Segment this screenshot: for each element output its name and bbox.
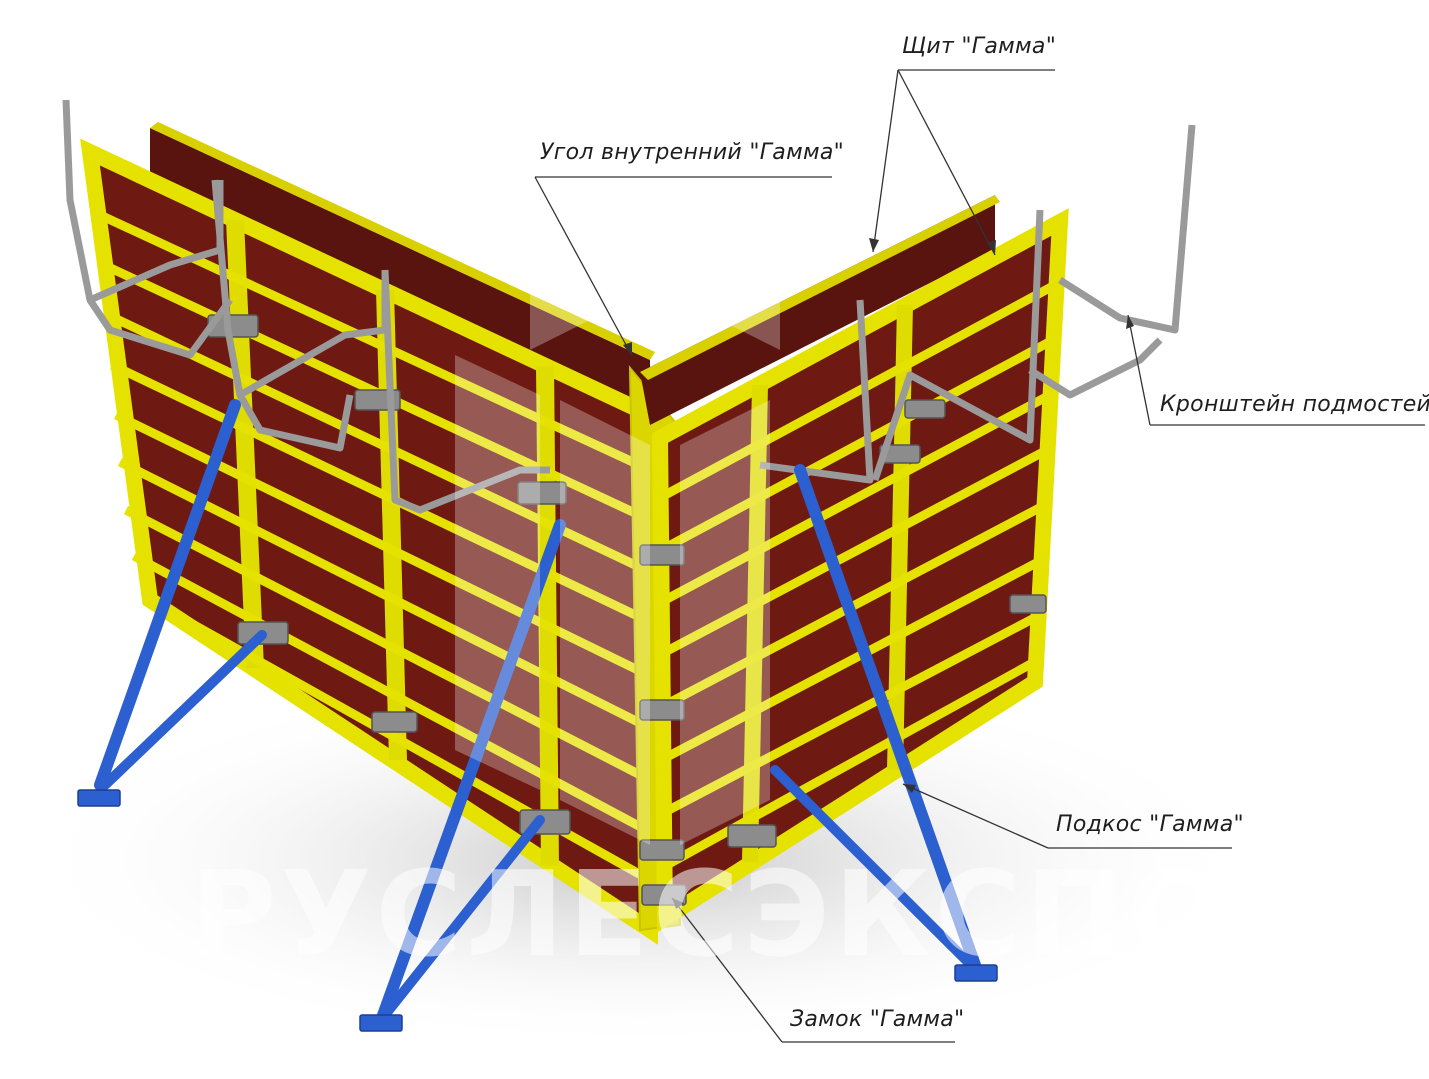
callout-scaffold-bracket: Кронштейн подмостей <box>1160 392 1429 417</box>
callout-inner-corner: Угол внутренний "Гамма" <box>540 140 844 165</box>
watermark-text: РУСЛЕСЭКСПОРТ <box>190 845 1407 983</box>
callout-panel: Щит "Гамма" <box>902 34 1056 59</box>
callout-clamp: Замок "Гамма" <box>790 1007 964 1032</box>
callout-push-pull-prop: Подкос "Гамма" <box>1056 812 1244 837</box>
